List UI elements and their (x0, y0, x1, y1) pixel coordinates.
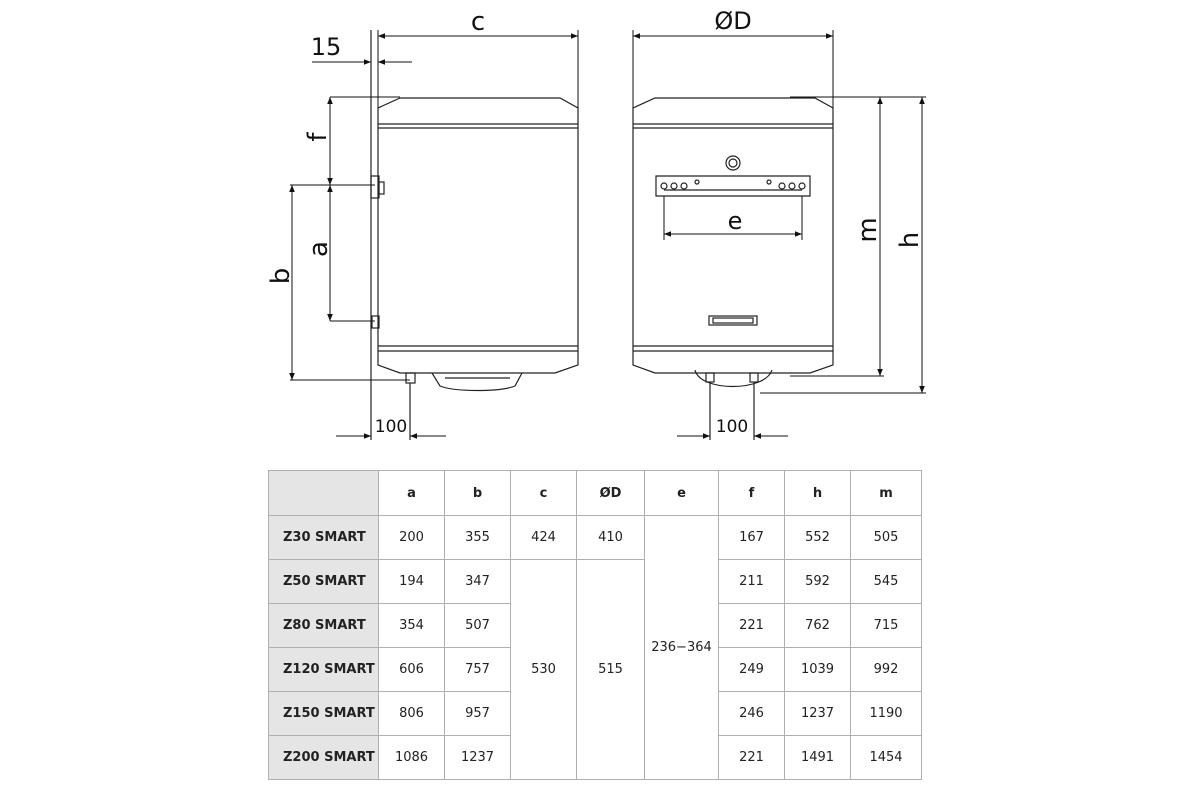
cell-m: 545 (850, 559, 922, 604)
cell-c-merged: 530 (510, 559, 577, 780)
header-d: ØD (576, 470, 645, 516)
dim-label-side-offset: 100 (375, 417, 407, 437)
cell-b: 757 (444, 647, 511, 692)
model-name: Z200 SMART (268, 735, 379, 780)
cell-d-merged: 515 (576, 559, 645, 780)
side-view (370, 30, 579, 440)
model-name: Z30 SMART (268, 515, 379, 560)
cell-h: 592 (784, 559, 851, 604)
cell-m: 715 (850, 603, 922, 648)
cell-b: 957 (444, 691, 511, 736)
table-header-row: a b c ØD e f h m (268, 470, 922, 516)
cell-f: 221 (718, 735, 785, 780)
cell-h: 762 (784, 603, 851, 648)
cell-b: 1237 (444, 735, 511, 780)
header-a: a (378, 470, 445, 516)
cell-b: 507 (444, 603, 511, 648)
technical-drawing: c ØD 15 f a b e m h 100 100 (266, 7, 926, 440)
cell-f: 249 (718, 647, 785, 692)
dim-label-gap: 15 (311, 33, 342, 61)
table-row: Z80 SMART 354 507 221 762 715 (268, 603, 922, 648)
cell-a: 354 (378, 603, 445, 648)
header-corner (268, 470, 379, 516)
header-f: f (718, 470, 785, 516)
cell-f: 167 (718, 515, 785, 560)
dim-label-h: h (895, 232, 925, 248)
dim-label-b: b (266, 268, 296, 285)
cell-a: 200 (378, 515, 445, 560)
cell-b: 355 (444, 515, 511, 560)
front-view (632, 97, 834, 440)
cell-a: 606 (378, 647, 445, 692)
model-name: Z50 SMART (268, 559, 379, 604)
cell-e-merged: 236−364 (644, 515, 719, 780)
cell-h: 1237 (784, 691, 851, 736)
cell-m: 992 (850, 647, 922, 692)
cell-h: 1491 (784, 735, 851, 780)
model-name: Z120 SMART (268, 647, 379, 692)
model-name: Z80 SMART (268, 603, 379, 648)
dim-label-a: a (304, 241, 334, 257)
header-h: h (784, 470, 851, 516)
table-row: Z50 SMART 194 347 530 515 211 592 545 (268, 559, 922, 780)
dim-label-c: c (471, 7, 485, 37)
header-b: b (444, 470, 511, 516)
cell-m: 1190 (850, 691, 922, 736)
dim-label-m: m (853, 217, 883, 242)
table-row: Z30 SMART 200 355 424 410 236−364 167 55… (268, 515, 922, 780)
cell-d: 410 (576, 515, 645, 560)
dim-label-e: e (728, 207, 743, 235)
header-e: e (644, 470, 719, 516)
cell-m: 1454 (850, 735, 922, 780)
cell-a: 806 (378, 691, 445, 736)
table-row: Z120 SMART 606 757 249 1039 992 (268, 647, 922, 692)
dimensions-table: a b c ØD e f h m Z30 SMART 200 355 424 4… (268, 470, 922, 780)
dim-label-f: f (303, 132, 333, 142)
cell-f: 221 (718, 603, 785, 648)
cell-h: 1039 (784, 647, 851, 692)
cell-a: 1086 (378, 735, 445, 780)
dim-label-d: ØD (714, 7, 751, 35)
cell-h: 552 (784, 515, 851, 560)
cell-b: 347 (444, 559, 511, 604)
table-row: Z200 SMART 1086 1237 221 1491 1454 (268, 735, 922, 780)
header-c: c (510, 470, 577, 516)
cell-f: 246 (718, 691, 785, 736)
cell-c: 424 (510, 515, 577, 560)
dim-label-front-offset: 100 (716, 417, 748, 437)
table-row: Z150 SMART 806 957 246 1237 1190 (268, 691, 922, 736)
model-name: Z150 SMART (268, 691, 379, 736)
cell-m: 505 (850, 515, 922, 560)
cell-f: 211 (718, 559, 785, 604)
cell-a: 194 (378, 559, 445, 604)
header-m: m (850, 470, 922, 516)
